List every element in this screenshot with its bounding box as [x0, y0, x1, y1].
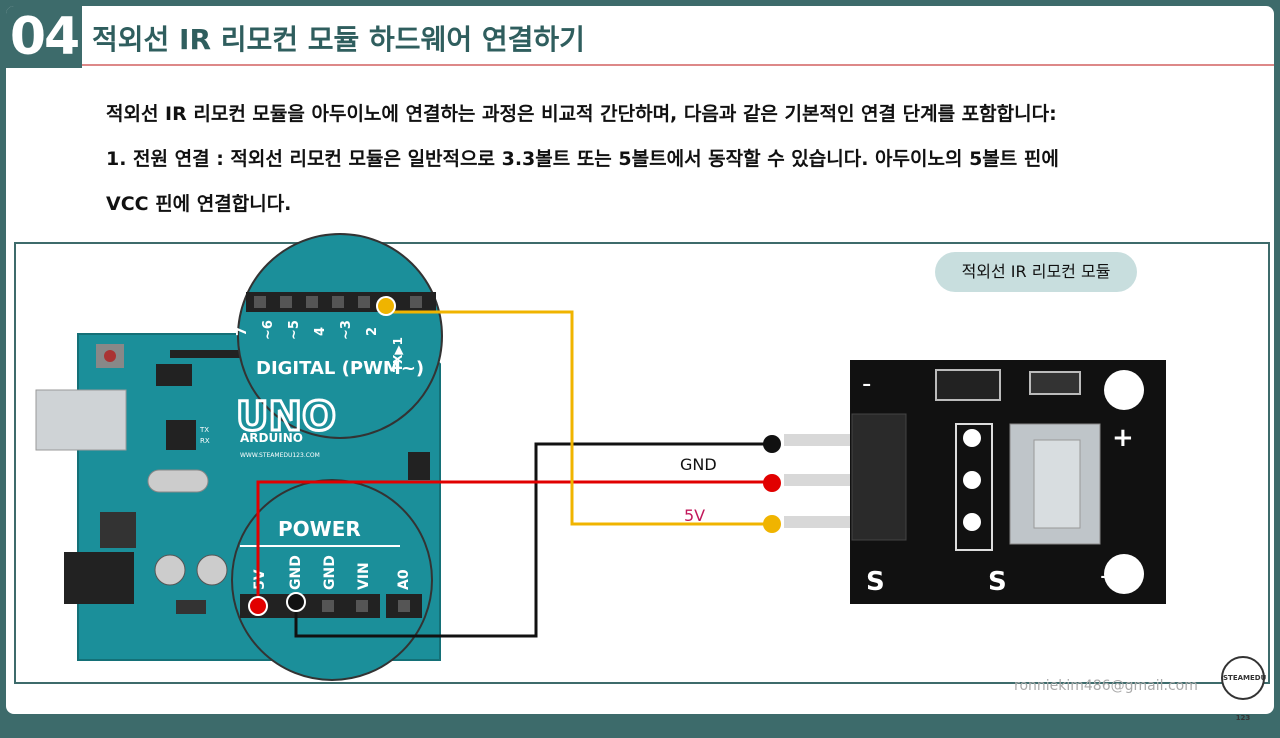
arduino-gnd-dot [286, 592, 306, 612]
pin-minus-label: - [862, 369, 871, 399]
description-line-2: 1. 전원 연결 : 적외선 리모컨 모듈은 일반적으로 3.3볼트 또는 5볼… [106, 148, 1059, 170]
solder-pad-frame [955, 423, 993, 551]
icsp-header-2 [408, 452, 430, 480]
module-5v-dot [763, 474, 781, 492]
power-jack [64, 552, 134, 604]
tx-label: TX [199, 426, 209, 434]
gnd-wire [294, 442, 772, 638]
power-pin-gnd-2: GND [322, 555, 338, 590]
pin-label-tx1: TX▶1 [391, 337, 405, 372]
power-header-zoom: POWER 5V GND GND VIN A0 [231, 479, 433, 681]
pad-3 [963, 513, 981, 531]
module-gnd-dot [763, 435, 781, 453]
module-label-pill: 적외선 IR 리모컨 모듈 [935, 252, 1137, 292]
description-line-3: VCC 핀에 연결합니다. [106, 193, 292, 215]
signal-wire [384, 306, 772, 526]
rx-label: RX [200, 437, 210, 445]
arduino-brand-text: ARDUINO [240, 431, 303, 445]
pin-label-3: ~3 [339, 320, 354, 340]
socket-vin [356, 600, 368, 612]
steamedu-logo: STEAMEDU 123 [1221, 656, 1266, 722]
module-pin-vcc [784, 474, 854, 486]
mount-hole-top [1104, 370, 1144, 410]
module-header [851, 413, 907, 541]
5v-wire [256, 480, 772, 606]
digital-header-zoom: 7 ~6 ~5 4 ~3 2 TX▶1 DIGITAL (PWM~) UNO [235, 233, 443, 442]
sensor-dome [1033, 439, 1081, 529]
pin-label-2: 2 [365, 327, 380, 336]
icsp-header [156, 364, 192, 386]
description: 적외선 IR 리모컨 모듈을 아두이노에 연결하는 과정은 비교적 간단하며, … [106, 92, 1246, 227]
wiring-diagram: TX RX ARDUINO WWW.STEAMEDU123.COM 7 ~6 ~… [35, 233, 1166, 681]
led [1029, 371, 1081, 395]
voltage-regulator [100, 512, 136, 548]
reset-button [104, 350, 116, 362]
pad-1 [963, 429, 981, 447]
description-line-1: 적외선 IR 리모컨 모듈을 아두이노에 연결하는 과정은 비교적 간단하며, … [106, 103, 1057, 125]
usb-chip [166, 420, 196, 450]
title-divider [82, 64, 1274, 66]
power-label: POWER [278, 517, 361, 541]
wires: GND 5V [248, 296, 781, 638]
5v-wire-label: 5V [684, 506, 705, 525]
pin-label-4: 4 [313, 327, 328, 336]
digital-pwm-label: DIGITAL (PWM~) [256, 358, 424, 379]
socket-a0 [398, 600, 410, 612]
module-signal-dot [763, 515, 781, 533]
power-pin-5v: 5V [252, 569, 268, 590]
zoom-circle-digital [237, 233, 443, 439]
pin-s-label: S [866, 567, 885, 597]
uno-logo-text: UNO [236, 394, 336, 440]
footer-email: ronniekim486@gmail.com [1014, 678, 1198, 694]
power-pin-gnd-1: GND [288, 555, 304, 590]
power-pin-vin: VIN [356, 562, 372, 590]
pin-s-label-2: S [988, 567, 1007, 597]
pin-label-6: ~6 [261, 320, 276, 340]
section-number: 04 [6, 6, 82, 68]
socket-gnd2 [322, 600, 334, 612]
crystal-oscillator [147, 469, 209, 493]
digital-pin-sockets [254, 296, 422, 308]
pin-label-7: 7 [235, 327, 250, 336]
pad-2 [963, 471, 981, 489]
header-strip-top [170, 350, 250, 358]
module-pin-signal [784, 516, 854, 528]
arduino-5v-dot [248, 596, 268, 616]
capacitor-1 [154, 554, 186, 586]
usb-port [35, 389, 127, 451]
resistor [935, 369, 1001, 401]
module-pin-gnd [784, 434, 854, 446]
power-pin-a0: A0 [396, 569, 412, 590]
mount-hole-bottom [1104, 554, 1144, 594]
zoom-circle-power [231, 479, 433, 681]
pin-label-5: ~5 [287, 320, 302, 340]
pin-minus-label-bottom: - [1100, 561, 1109, 591]
gnd-wire-label: GND [680, 455, 717, 474]
page-title: 적외선 IR 리모컨 모듈 하드웨어 연결하기 [92, 23, 585, 56]
capacitor-2 [196, 554, 228, 586]
ir-receiver-module: - + - S S [784, 360, 1166, 604]
arduino-website-text: WWW.STEAMEDU123.COM [240, 452, 320, 459]
arduino-pin2-dot [376, 296, 396, 316]
pin-plus-label: + [1112, 423, 1134, 453]
smd-component [176, 600, 206, 614]
